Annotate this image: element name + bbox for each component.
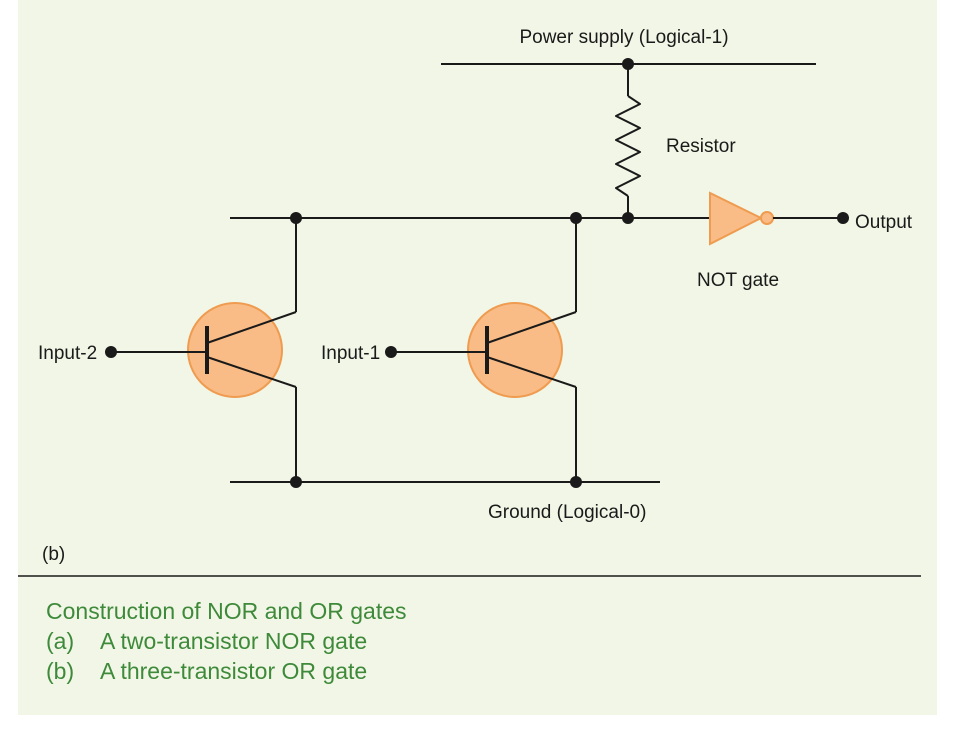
caption-item-a: (a) A two-transistor NOR gate [46,626,407,656]
caption-item-b: (b) A three-transistor OR gate [46,656,407,686]
ground-label: Ground (Logical-0) [488,502,646,523]
input-1-label: Input-1 [321,343,380,364]
transistor-icon [467,302,563,398]
panel-tag-label: (b) [42,544,65,565]
not-gate-icon [709,191,764,246]
input-2-transistor [187,302,297,398]
caption-item-b-tag: (b) [46,658,75,684]
resistor-icon [615,95,641,197]
transistor-collector-lead [206,311,297,344]
caption-item-a-text: A two-transistor NOR gate [100,628,368,654]
transistor-collector-lead [486,311,577,344]
caption-item-b-text: A three-transistor OR gate [100,658,368,684]
not-gate-bubble [760,211,774,225]
caption-title: Construction of NOR and OR gates [46,598,407,624]
not-gate-label: NOT gate [697,270,779,291]
power-supply-label: Power supply (Logical-1) [519,27,728,48]
transistor-icon [187,302,283,398]
collector-junction-resistor [622,212,634,224]
output-terminal-dot [837,212,849,224]
caption-item-a-tag: (a) [46,628,75,654]
resistor-label: Resistor [666,136,736,157]
transistor-emitter-lead [486,356,577,388]
input-2-label: Input-2 [38,343,97,364]
output-label: Output [855,212,913,233]
input-2-terminal-dot [105,346,117,358]
input-1-transistor [467,302,577,398]
input-1-terminal-dot [385,346,397,358]
figure-caption: Construction of NOR and OR gates (a) A tw… [46,596,407,686]
transistor-emitter-lead [206,356,297,388]
